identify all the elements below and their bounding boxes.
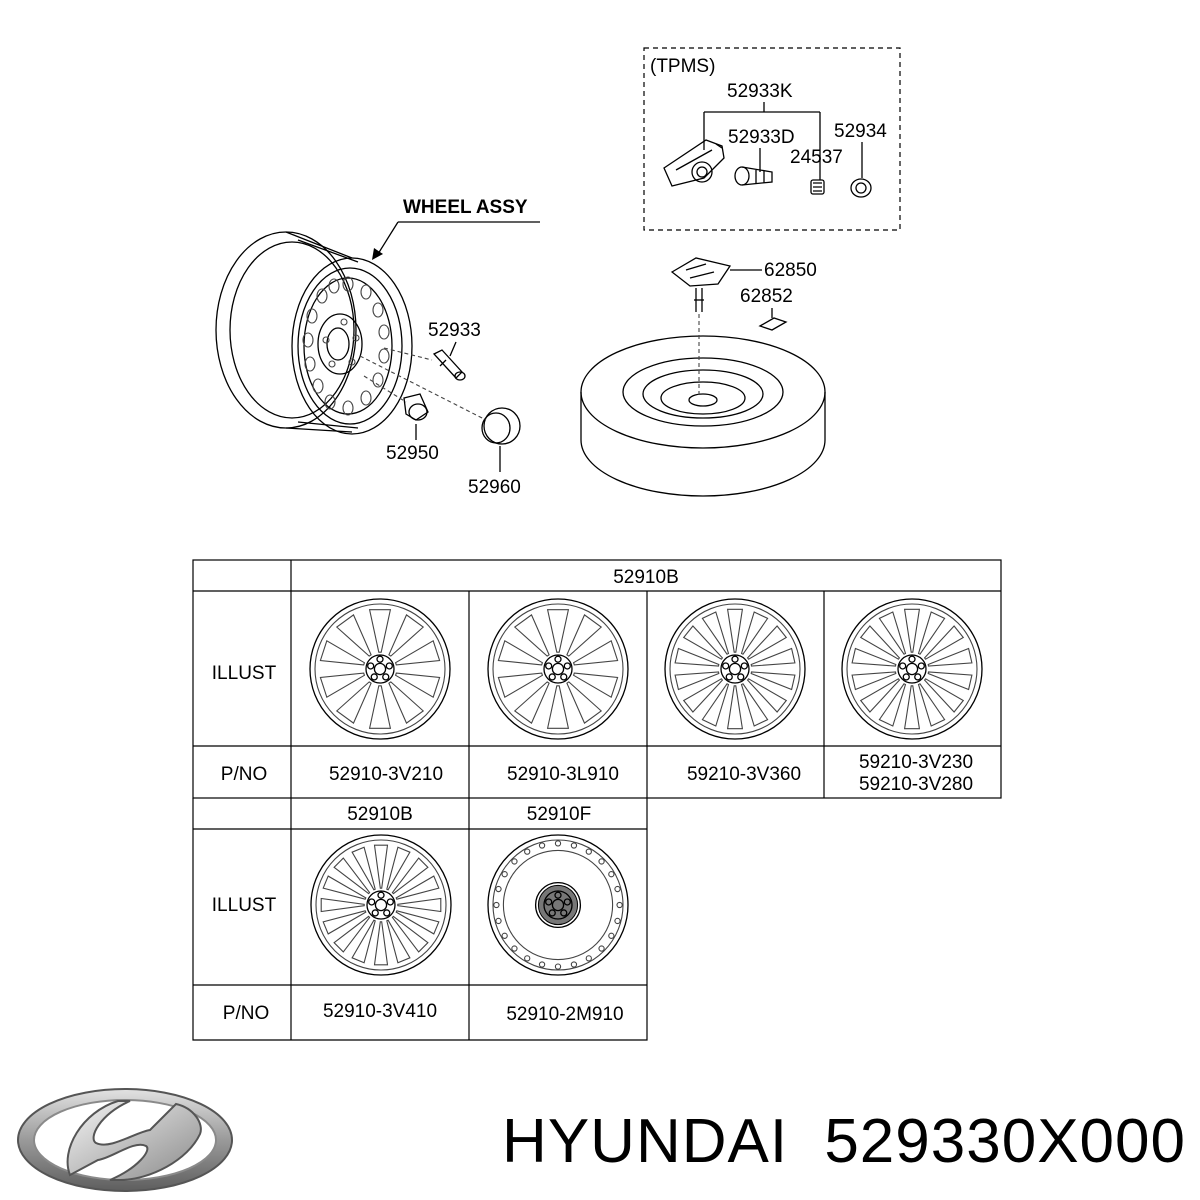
table2-part-1: 52910-3V410 <box>323 1001 437 1022</box>
tpms-sensor-icon <box>663 139 725 187</box>
callout-52933D: 52933D <box>728 127 795 148</box>
table1-part-5: 59210-3V280 <box>859 774 973 795</box>
dash-52933 <box>383 347 433 361</box>
table1-pno-label: P/NO <box>221 764 267 785</box>
table1-part-4: 59210-3V230 <box>859 752 973 773</box>
table1-part-1: 52910-3V210 <box>329 764 443 785</box>
alloy-wheel-4-icon <box>841 598 983 740</box>
wheel-assy-group: WHEEL ASSY <box>215 197 540 498</box>
wheel-assy-label: WHEEL ASSY <box>403 197 528 218</box>
spare-tire-icon <box>580 335 826 497</box>
spare-bracket-icon <box>670 257 732 312</box>
label-tag-icon <box>758 317 788 331</box>
steel-wheel-table-icon <box>487 834 629 976</box>
dash-52960 <box>359 355 487 421</box>
lug-nut-icon <box>403 393 429 421</box>
callout-62850: 62850 <box>764 260 817 281</box>
callout-62852: 62852 <box>740 286 793 307</box>
table2-header-2: 52910F <box>527 804 591 825</box>
spare-tire-group: 62850 62852 <box>580 257 826 497</box>
callout-52933: 52933 <box>428 320 481 341</box>
table1-header: 52910B <box>613 567 679 588</box>
alloy-wheel-3-icon <box>664 598 806 740</box>
hub-cap-icon <box>481 407 521 445</box>
tpms-dashed-box <box>643 47 901 231</box>
table-2: 52910B 52910F ILLUST P/NO 52910-3V410 52… <box>192 798 648 1041</box>
alloy-wheel-5-icon <box>310 834 452 976</box>
table-1: 52910B ILLUST P/NO 52910-3V210 52910-3L9… <box>192 559 1002 799</box>
tpms-group: (TPMS) 52933K 52933D 52934 24537 <box>643 47 901 231</box>
callout-24537: 24537 <box>790 147 843 168</box>
callout-52933K: 52933K <box>727 81 793 102</box>
steel-wheel-icon <box>215 231 413 435</box>
table1-illust-label: ILLUST <box>212 663 277 684</box>
valve-52933-icon <box>432 349 466 381</box>
hyundai-logo-icon <box>17 1088 233 1192</box>
wheel-illustrations <box>309 598 983 976</box>
footer-brand: HYUNDAI <box>502 1107 788 1176</box>
wheel-assy-leader <box>377 221 399 255</box>
table1-part-2: 52910-3L910 <box>507 764 619 785</box>
callout-52960: 52960 <box>468 477 521 498</box>
callout-52950: 52950 <box>386 443 439 464</box>
alloy-wheel-1-icon <box>309 598 451 740</box>
alloy-wheel-2-icon <box>487 598 629 740</box>
table1-part-3: 59210-3V360 <box>687 764 801 785</box>
callout-52934: 52934 <box>834 121 887 142</box>
wheel-assy-arrow-icon <box>372 248 383 260</box>
table2-header-1: 52910B <box>347 804 413 825</box>
valve-stem-icon <box>734 166 773 186</box>
dash-52950 <box>363 375 407 403</box>
tpms-label: (TPMS) <box>650 56 715 77</box>
table2-illust-label: ILLUST <box>212 895 277 916</box>
table2-pno-label: P/NO <box>223 1003 269 1024</box>
leader-52933K <box>703 102 821 180</box>
table2-part-2: 52910-2M910 <box>506 1004 623 1025</box>
valve-cap-icon <box>810 179 825 195</box>
leader-52933 <box>449 341 457 357</box>
footer-part-title: HYUNDAI 529330X000 <box>502 1107 1186 1176</box>
footer-part-number: 529330X000 <box>824 1107 1186 1176</box>
valve-nut-icon <box>850 178 872 198</box>
